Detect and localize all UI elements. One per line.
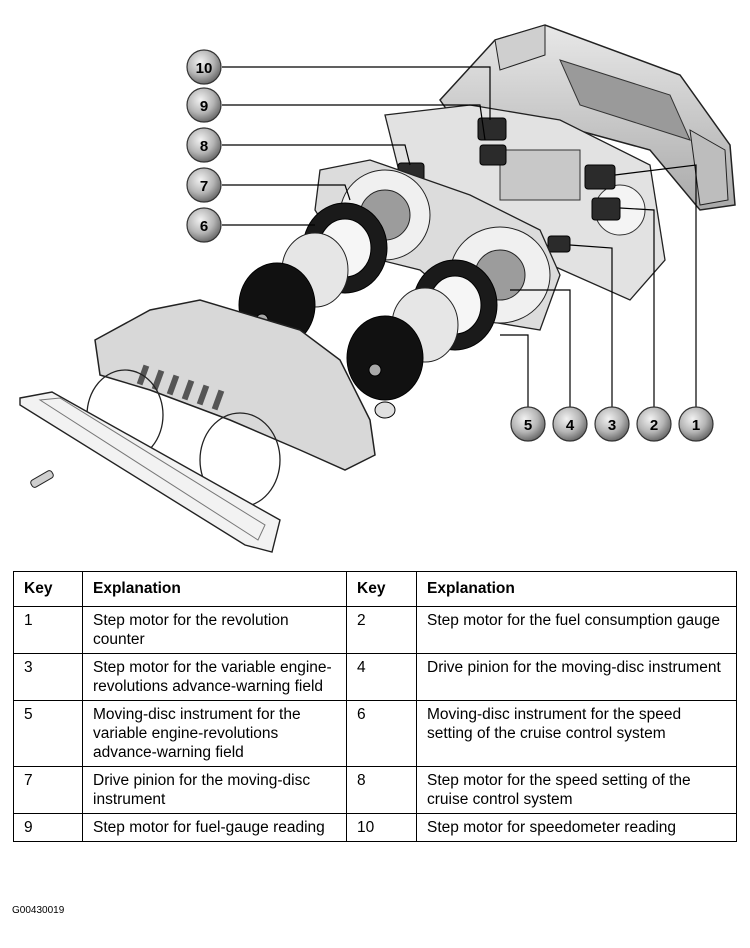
callout-label: 7 bbox=[200, 178, 208, 195]
table-header-row: Key Explanation Key Explanation bbox=[13, 571, 737, 607]
key-cell: 3 bbox=[13, 653, 83, 701]
rear-housing bbox=[439, 24, 736, 211]
callout-8: 8 bbox=[186, 127, 222, 163]
key-cell: 7 bbox=[13, 766, 83, 814]
table-row: 7 Drive pinion for the moving-disc instr… bbox=[13, 766, 737, 814]
key-cell: 1 bbox=[13, 606, 83, 654]
explanation-cell: Moving-disc instrument for the speed set… bbox=[416, 700, 737, 767]
explanation-cell: Moving-disc instrument for the variable … bbox=[82, 700, 347, 767]
callout-2: 2 bbox=[636, 406, 672, 442]
figure-id: G00430019 bbox=[12, 905, 65, 916]
key-cell: 10 bbox=[346, 813, 417, 842]
callout-7: 7 bbox=[186, 167, 222, 203]
key-cell: 2 bbox=[346, 606, 417, 654]
explanation-cell: Step motor for the fuel consumption gaug… bbox=[416, 606, 737, 654]
callout-label: 2 bbox=[650, 417, 658, 434]
explanation-cell: Step motor for the revolution counter bbox=[82, 606, 347, 654]
key-cell: 8 bbox=[346, 766, 417, 814]
exploded-cluster-diagram: 10 9 8 7 6 5 4 3 2 1 bbox=[19, 24, 736, 553]
header-explanation-1: Explanation bbox=[82, 571, 347, 607]
header-key-1: Key bbox=[13, 571, 83, 607]
callout-9: 9 bbox=[186, 87, 222, 123]
explanation-cell: Drive pinion for the moving-disc instrum… bbox=[82, 766, 347, 814]
table-row: 3 Step motor for the variable engine-rev… bbox=[13, 653, 737, 701]
key-cell: 6 bbox=[346, 700, 417, 767]
explanation-cell: Step motor for speedometer reading bbox=[416, 813, 737, 842]
explanation-cell: Step motor for the speed setting of the … bbox=[416, 766, 737, 814]
callout-10: 10 bbox=[186, 49, 222, 85]
callout-6: 6 bbox=[186, 207, 222, 243]
key-table: Key Explanation Key Explanation 1 Step m… bbox=[13, 571, 737, 842]
cover-glass bbox=[19, 391, 281, 553]
callout-label: 6 bbox=[200, 218, 208, 235]
callout-label: 10 bbox=[196, 60, 213, 77]
callout-5: 5 bbox=[510, 406, 546, 442]
callout-3: 3 bbox=[594, 406, 630, 442]
header-key-2: Key bbox=[346, 571, 417, 607]
key-cell: 4 bbox=[346, 653, 417, 701]
callout-label: 8 bbox=[200, 138, 208, 155]
key-cell: 5 bbox=[13, 700, 83, 767]
callout-4: 4 bbox=[552, 406, 588, 442]
header-explanation-2: Explanation bbox=[416, 571, 737, 607]
callout-1: 1 bbox=[678, 406, 714, 442]
explanation-cell: Step motor for the variable engine-revol… bbox=[82, 653, 347, 701]
callout-label: 5 bbox=[524, 417, 532, 434]
leader-lines bbox=[222, 66, 697, 408]
callout-label: 1 bbox=[692, 417, 700, 434]
front-housing bbox=[86, 299, 376, 508]
callout-label: 4 bbox=[566, 417, 575, 434]
callout-label: 9 bbox=[200, 98, 208, 115]
circuit-board bbox=[384, 104, 666, 301]
explanation-cell: Step motor for fuel-gauge reading bbox=[82, 813, 347, 842]
explanation-cell: Drive pinion for the moving-disc instrum… bbox=[416, 653, 737, 701]
key-cell: 9 bbox=[13, 813, 83, 842]
table-row: 5 Moving-disc instrument for the variabl… bbox=[13, 700, 737, 767]
pointer-pin bbox=[30, 470, 54, 488]
table-row: 9 Step motor for fuel-gauge reading 10 S… bbox=[13, 813, 737, 842]
callout-label: 3 bbox=[608, 417, 616, 434]
table-row: 1 Step motor for the revolution counter … bbox=[13, 606, 737, 654]
